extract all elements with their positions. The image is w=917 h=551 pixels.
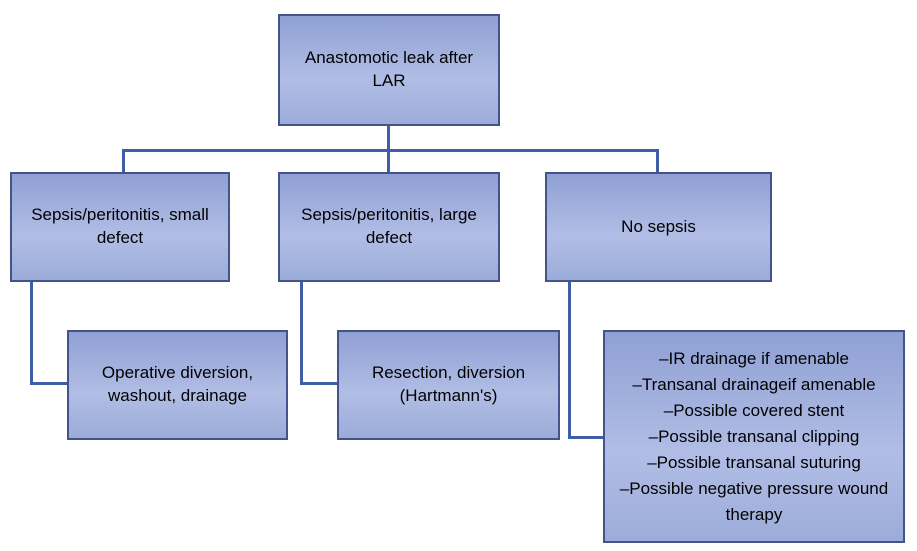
connector-drop-right [656,149,659,173]
node-root-anastomotic-leak: Anastomotic leak after LAR [278,14,500,126]
node-root-label: Anastomotic leak after LAR [304,48,474,90]
node-action-resection-hartmanns: Resection, diversion (Hartmann's) [337,330,560,440]
connector-elbow3-vertical [568,280,571,439]
node-condition-sepsis-large-defect: Sepsis/peritonitis, large defect [278,172,500,282]
node-condition-label: No sepsis [621,216,696,236]
list-item: –Possible covered stent [663,400,845,420]
list-item: –Possible transanal clipping [648,426,860,446]
node-condition-label: Sepsis/peritonitis, small defect [31,205,209,247]
no-sepsis-options-list: –IR drainage if amenable –Transanal drai… [609,346,899,528]
list-item: –Possible transanal suturing [647,452,861,472]
list-item: –IR drainage if amenable [659,348,849,368]
node-action-no-sepsis-options: –IR drainage if amenable –Transanal drai… [603,330,905,543]
node-condition-no-sepsis: No sepsis [545,172,772,282]
connector-horizontal-bus [122,149,659,152]
connector-drop-middle [387,149,390,173]
node-action-operative-diversion: Operative diversion, washout, drainage [67,330,288,440]
node-condition-label: Sepsis/peritonitis, large defect [301,205,477,247]
connector-elbow3-horizontal [568,436,604,439]
connector-root-vertical [387,124,390,151]
node-condition-sepsis-small-defect: Sepsis/peritonitis, small defect [10,172,230,282]
node-action-label: Operative diversion, washout, drainage [101,363,254,405]
list-item: –Transanal drainageif amenable [632,374,876,394]
connector-drop-left [122,149,125,173]
connector-elbow1-vertical [30,280,33,385]
list-item: –Possible negative pressure wound therap… [619,478,889,524]
connector-elbow2-vertical [300,280,303,385]
connector-elbow1-horizontal [30,382,68,385]
node-action-label: Resection, diversion (Hartmann's) [371,363,526,405]
connector-elbow2-horizontal [300,382,338,385]
